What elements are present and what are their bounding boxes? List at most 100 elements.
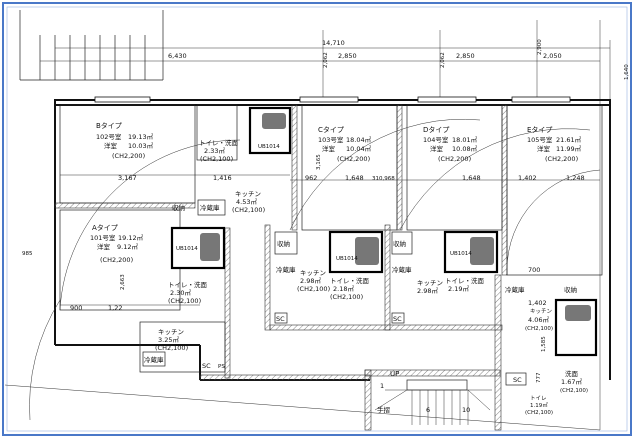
unit-e-room-area: 21.61㎡ <box>556 135 582 144</box>
e-storage: 収納 <box>564 285 577 294</box>
c-ub-label: UB1014 <box>336 256 358 262</box>
d-kitchen-name: キッチン <box>417 279 443 287</box>
c-kitchen-ceiling: (CH2,100) <box>297 285 330 293</box>
e-kitchen-area: 4.06㎡ <box>528 315 549 324</box>
dim-e-low-3: 1,585 <box>541 336 547 352</box>
b-toilet-area: 2.33㎡ <box>204 146 225 155</box>
exterior-stair-grid <box>19 10 164 81</box>
dim-e-2: 1,248 <box>566 174 585 182</box>
a-fridge: 冷蔵庫 <box>144 355 164 364</box>
d-sc: SC <box>393 315 402 323</box>
stairs-step-10: 10 <box>462 406 470 414</box>
dim-c: 1,648 <box>345 174 364 182</box>
d-kitchen-area: 2.98㎡ <box>417 286 438 295</box>
unit-c-western-area: 10.04㎡ <box>346 144 372 153</box>
unit-a-type: Aタイプ <box>92 223 118 232</box>
b-storage: 収納 <box>172 203 185 212</box>
unit-c-ceiling: (CH2,200) <box>337 155 370 163</box>
dim-side-left: 985 <box>22 251 33 257</box>
unit-c-room: 103号室 <box>318 135 344 144</box>
unit-e-room: 105号室 <box>527 135 553 144</box>
unit-c: Cタイプ 103号室 18.04㎡ 洋室 10.04㎡ (CH2,200) 1,… <box>305 125 372 182</box>
unit-d-room: 104号室 <box>423 135 449 144</box>
unit-e-service: 700 冷蔵庫 収納 1,402 キッチン 4.06㎡ (CH2,100) 1,… <box>505 266 588 416</box>
d-fridge: 冷蔵庫 <box>392 265 412 274</box>
dim-e-low-1: 700 <box>528 266 540 274</box>
e-toilet-name: トイレ <box>530 396 547 402</box>
unit-a-room-area: 19.12㎡ <box>118 233 144 242</box>
dim-offset-2: 2,062 <box>440 52 446 68</box>
c-toilet-ceiling: (CH2,100) <box>330 293 363 301</box>
unit-c-type: Cタイプ <box>318 125 344 134</box>
stairs-step-1: 1 <box>380 382 384 390</box>
d-ub-label: UB1014 <box>450 251 472 257</box>
dim-e-1: 1,402 <box>518 174 537 182</box>
e-fridge: 冷蔵庫 <box>505 285 525 294</box>
dim-e-width: 2,050 <box>543 52 562 60</box>
dim-d: 1,648 <box>462 174 481 182</box>
e-kitchen-ceiling: (CH2,100) <box>525 326 553 332</box>
unit-b: Bタイプ 102号室 19.13㎡ 洋室 10.03㎡ (CH2,200) 3,… <box>96 121 265 216</box>
a-ps: PS <box>218 364 225 370</box>
b-kitchen-name: キッチン <box>235 190 261 198</box>
dim-c-small: 962 <box>305 174 317 182</box>
unit-b-ceiling: (CH2,200) <box>112 152 145 160</box>
a-toilet-name: トイレ・洗面 <box>168 280 208 289</box>
dim-e-low-4: 777 <box>536 372 542 383</box>
stairs-handrail: 手摺 <box>377 405 391 414</box>
c-toilet-area: 2.18㎡ <box>333 284 354 293</box>
unit-c-room-area: 18.04㎡ <box>346 135 372 144</box>
c-fridge: 冷蔵庫 <box>276 265 296 274</box>
unit-d-ceiling: (CH2,200) <box>438 155 471 163</box>
dim-c-side: 3,165 <box>316 154 322 170</box>
dim-left-width: 6,430 <box>168 52 187 60</box>
a-kitchen-ceiling: (CH2,100) <box>155 344 188 352</box>
d-toilet-area: 2.19㎡ <box>448 284 469 293</box>
a-toilet-ceiling: (CH2,100) <box>168 297 201 305</box>
a-sc: SC <box>202 362 211 370</box>
a-ub-label: UB1014 <box>176 246 198 252</box>
unit-e-type: Eタイプ <box>527 125 552 134</box>
unit-a: Aタイプ 101号室 19.12㎡ 洋室 9.12㎡ (CH2,200) 900… <box>70 223 226 373</box>
unit-b-type: Bタイプ <box>96 121 122 130</box>
c-storage: 収納 <box>277 239 290 248</box>
partitions <box>54 104 603 431</box>
unit-c-service: 収納 冷蔵庫 キッチン 2.98㎡ (CH2,100) トイレ・洗面 2.18㎡… <box>274 231 370 324</box>
stairs-step-6: 6 <box>426 406 430 414</box>
c-sc: SC <box>276 315 285 323</box>
e-wash-area: 1.67㎡ <box>561 377 582 386</box>
d-storage: 収納 <box>393 239 406 248</box>
c-kitchen-name: キッチン <box>300 269 326 277</box>
unit-e-western-area: 11.99㎡ <box>556 144 582 153</box>
e-kitchen-name: キッチン <box>530 308 553 315</box>
a-toilet-area: 2.30㎡ <box>170 288 191 297</box>
unit-a-western: 洋室 <box>97 242 111 251</box>
dim-a-2: 1,22 <box>108 304 122 312</box>
dim-a-3: 2,663 <box>120 274 126 290</box>
unit-b-western: 洋室 <box>104 141 118 150</box>
e-wash-ceiling: (CH2,100) <box>560 388 588 394</box>
e-wash-name: 洗面 <box>565 369 579 378</box>
c-toilet-name: トイレ・洗面 <box>330 276 370 285</box>
a-kitchen-name: キッチン <box>158 328 184 336</box>
unit-d-room-area: 18.01㎡ <box>452 135 478 144</box>
b-ub-label: UB1014 <box>258 144 280 150</box>
door-swings <box>4 119 601 431</box>
b-toilet-name: トイレ・洗面 <box>199 138 239 147</box>
unit-d-western-area: 10.08㎡ <box>452 144 478 153</box>
dim-offset-1: 2,062 <box>323 52 329 68</box>
unit-b-western-area: 10.03㎡ <box>128 141 154 150</box>
common-stairs: UP 1 6 10 手摺 <box>374 370 492 425</box>
unit-a-room: 101号室 <box>90 233 116 242</box>
e-toilet-ceiling: (CH2,100) <box>525 410 553 416</box>
unit-d-service: 収納 冷蔵庫 キッチン 2.98㎡ トイレ・洗面 2.19㎡ SC <box>391 231 485 324</box>
b-kitchen-area: 4.53㎡ <box>236 197 257 206</box>
unit-e-western: 洋室 <box>537 144 551 153</box>
stairs-up-label: UP <box>390 370 399 378</box>
dim-e-low-2: 1,402 <box>528 299 547 307</box>
dimension-lines <box>40 20 611 430</box>
e-toilet-area: 1.19㎡ <box>530 401 548 409</box>
dim-d-width: 2,850 <box>456 52 475 60</box>
